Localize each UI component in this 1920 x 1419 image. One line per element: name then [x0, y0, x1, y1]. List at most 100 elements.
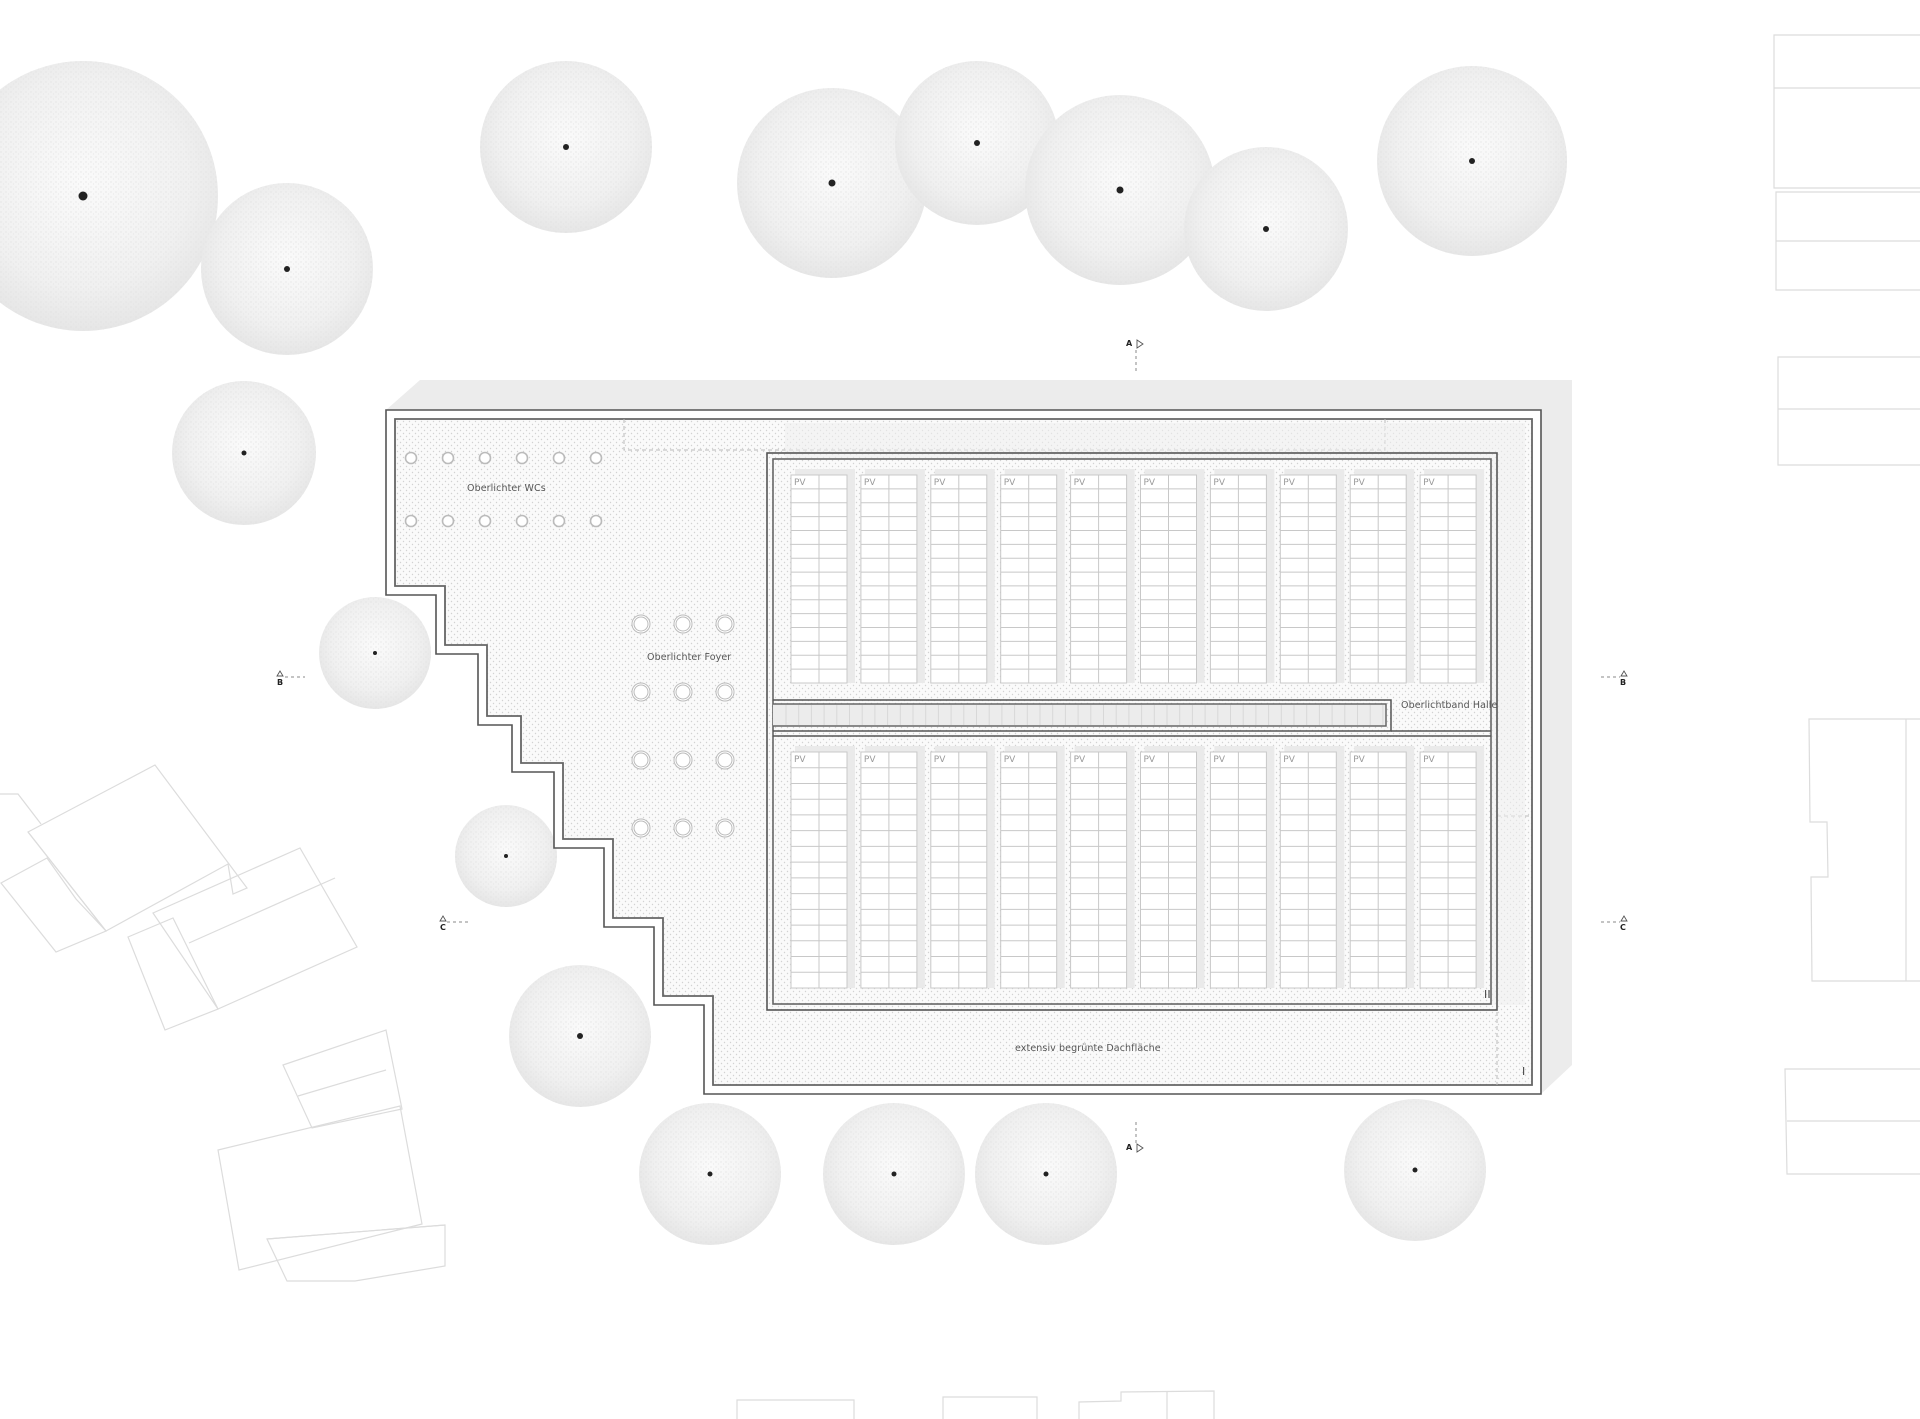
- pv-modules-lower: PV PV PV PV PV PV PV PV PV PV: [790, 746, 1485, 989]
- section-marker-c-right: C: [1620, 923, 1626, 932]
- pv-label: PV: [1074, 755, 1086, 765]
- section-marker-b-right: B: [1620, 678, 1627, 687]
- tree: [895, 61, 1059, 225]
- pv-module: PV: [1070, 746, 1135, 989]
- tree: [455, 805, 557, 907]
- pv-label: PV: [934, 755, 946, 765]
- pv-label: PV: [1144, 478, 1156, 488]
- skylight-foyer: [631, 614, 651, 634]
- tree: [823, 1103, 965, 1245]
- skylight-wc: [589, 451, 603, 465]
- skylight-foyer: [715, 818, 735, 838]
- pv-module: PV: [1000, 746, 1065, 989]
- roof-level-1-mark: I: [1522, 1065, 1526, 1078]
- pv-label: PV: [1144, 755, 1156, 765]
- skylight-wc: [478, 451, 492, 465]
- skylight-foyer: [631, 750, 651, 770]
- pv-label: PV: [1213, 478, 1225, 488]
- label-skylight-band-hall: Oberlichtband Halle: [1401, 700, 1498, 711]
- skylights-wc: [404, 451, 603, 528]
- pv-label: PV: [864, 755, 876, 765]
- skylight-foyer: [673, 682, 693, 702]
- pv-module: PV: [860, 469, 925, 684]
- pv-label: PV: [1423, 478, 1435, 488]
- skylight-wc: [404, 514, 418, 528]
- pv-module: PV: [930, 746, 995, 989]
- pv-module: PV: [1279, 469, 1345, 684]
- skylight-foyer: [631, 682, 651, 702]
- section-marker-b-left: B: [277, 678, 284, 687]
- tree: [509, 965, 651, 1107]
- pv-module: PV: [1140, 469, 1205, 684]
- skylight-foyer: [673, 818, 693, 838]
- pv-label: PV: [1423, 755, 1435, 765]
- pv-label: PV: [1353, 755, 1365, 765]
- skylight-foyer: [715, 750, 735, 770]
- pv-module: PV: [1209, 469, 1275, 684]
- pv-module: PV: [790, 469, 855, 684]
- pv-label: PV: [1353, 478, 1365, 488]
- pv-module: PV: [790, 746, 855, 989]
- skylight-foyer: [631, 818, 651, 838]
- pv-label: PV: [864, 478, 876, 488]
- tree: [201, 183, 373, 355]
- skylight-foyer: [715, 682, 735, 702]
- pv-module: PV: [930, 469, 995, 684]
- pv-module: PV: [1279, 746, 1345, 989]
- skylight-wc: [552, 451, 566, 465]
- pv-label: PV: [1004, 755, 1016, 765]
- pv-module: PV: [1419, 469, 1485, 684]
- skylights-foyer: [631, 614, 735, 838]
- pv-module: PV: [860, 746, 925, 989]
- section-lines: [285, 350, 1620, 1145]
- pv-label: PV: [1074, 478, 1086, 488]
- skylight-wc: [515, 514, 529, 528]
- tree: [319, 597, 431, 709]
- skylight-wc: [552, 514, 566, 528]
- pv-label: PV: [1004, 478, 1016, 488]
- label-skylights-wc: Oberlichter WCs: [467, 483, 546, 494]
- tree: [480, 61, 652, 233]
- section-marker-a-top: A: [1126, 339, 1133, 348]
- section-marker-a-bottom: A: [1126, 1143, 1133, 1152]
- tree: [1377, 66, 1567, 256]
- pv-module: PV: [1349, 746, 1415, 989]
- tree: [737, 88, 927, 278]
- pv-label: PV: [1283, 755, 1295, 765]
- tree: [975, 1103, 1117, 1245]
- pv-module: PV: [1000, 469, 1065, 684]
- label-skylights-foyer: Oberlichter Foyer: [647, 652, 732, 663]
- pv-label: PV: [794, 755, 806, 765]
- tree: [639, 1103, 781, 1245]
- pv-modules-upper: PV PV PV PV PV PV PV PV PV PV: [790, 469, 1485, 684]
- trees: [0, 61, 1567, 1245]
- pv-module: PV: [1419, 746, 1485, 989]
- pv-label: PV: [1283, 478, 1295, 488]
- tree: [1184, 147, 1348, 311]
- tree: [172, 381, 316, 525]
- skylight-wc: [404, 451, 418, 465]
- skylight-wc: [441, 514, 455, 528]
- pv-label: PV: [794, 478, 806, 488]
- pv-module: PV: [1349, 469, 1415, 684]
- skylight-foyer: [673, 750, 693, 770]
- roof-level-2-mark: II: [1484, 988, 1491, 1001]
- section-flags: [276, 339, 1628, 1153]
- label-green-roof: extensiv begrünte Dachfläche: [1015, 1043, 1161, 1054]
- tree: [1025, 95, 1215, 285]
- skylight-band-hall: [773, 699, 1491, 737]
- skylight-wc: [441, 451, 455, 465]
- tree: [0, 61, 218, 331]
- pv-module: PV: [1140, 746, 1205, 989]
- skylight-wc: [589, 514, 603, 528]
- skylight-wc: [478, 514, 492, 528]
- skylight-foyer: [715, 614, 735, 634]
- pv-label: PV: [934, 478, 946, 488]
- tree: [1344, 1099, 1486, 1241]
- pv-label: PV: [1213, 755, 1225, 765]
- skylight-foyer: [673, 614, 693, 634]
- section-marker-c-left: C: [440, 923, 446, 932]
- neighbour-buildings: [0, 34, 1920, 1419]
- pv-module: PV: [1209, 746, 1275, 989]
